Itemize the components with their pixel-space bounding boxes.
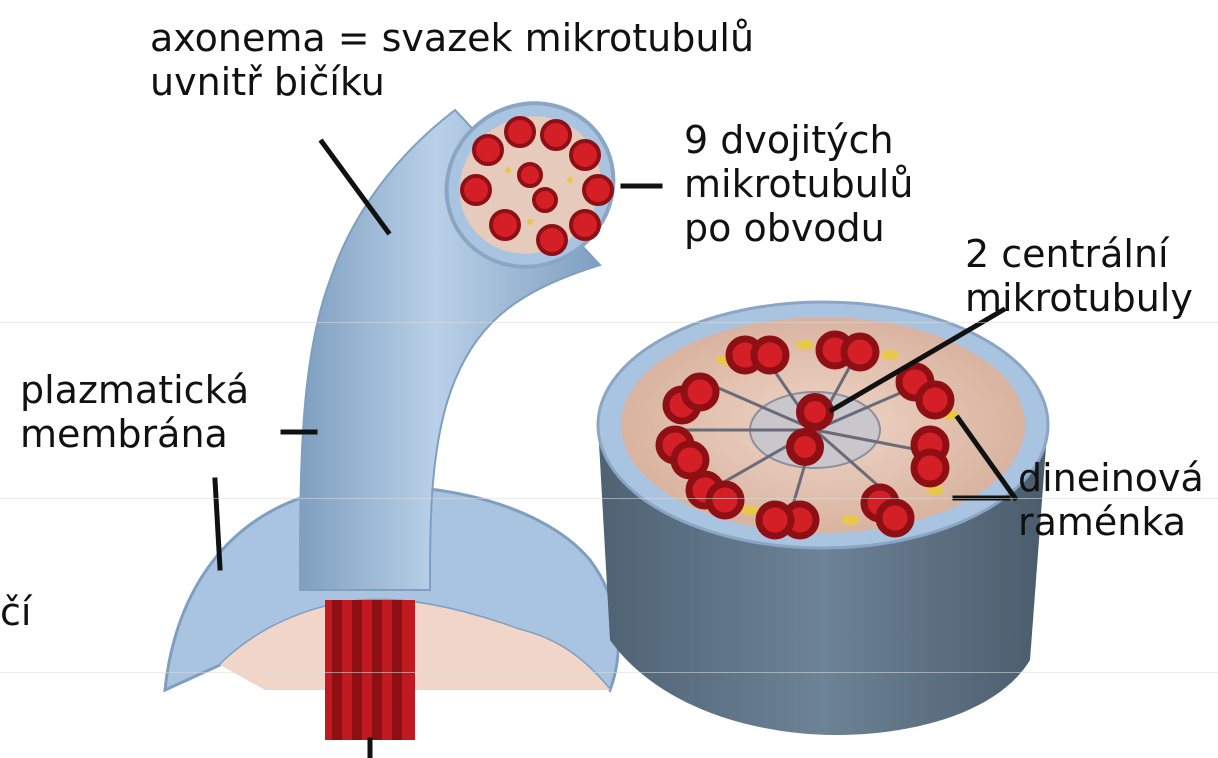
leader-line-basal-membrane	[215, 480, 220, 568]
label-outer-doublets-line-2: mikrotubulů	[684, 162, 913, 206]
label-outer-doublets: 9 dvojitých mikrotubulů po obvodu	[684, 118, 913, 250]
label-central-pair-line-1: 2 centrální	[965, 232, 1193, 276]
label-central-pair: 2 centrální mikrotubuly	[965, 232, 1193, 320]
label-membrane-line-1: plazmatická	[20, 368, 249, 412]
label-cut-fragment: čí	[0, 590, 31, 634]
label-outer-doublets-line-3: po obvodu	[684, 206, 913, 250]
label-membrane: plazmatická membrána	[20, 368, 249, 456]
label-outer-doublets-line-1: 9 dvojitých	[684, 118, 913, 162]
label-axonema-line-1: axonema = svazek mikrotubulů	[150, 16, 754, 60]
faint-ruling-line	[0, 322, 1218, 323]
faint-ruling-line	[0, 672, 1218, 673]
label-dynein-arms-line-2: raménka	[1018, 500, 1204, 544]
axoneme-cross-section-illustration	[598, 302, 1048, 735]
label-dynein-arms-line-1: dineinová	[1018, 456, 1204, 500]
label-membrane-line-2: membrána	[20, 412, 249, 456]
label-axonema: axonema = svazek mikrotubulů uvnitř bičí…	[150, 16, 754, 104]
label-axonema-line-2: uvnitř bičíku	[150, 60, 754, 104]
basal-body	[325, 600, 415, 740]
label-central-pair-line-2: mikrotubuly	[965, 276, 1193, 320]
label-dynein-arms: dineinová raménka	[1018, 456, 1204, 544]
